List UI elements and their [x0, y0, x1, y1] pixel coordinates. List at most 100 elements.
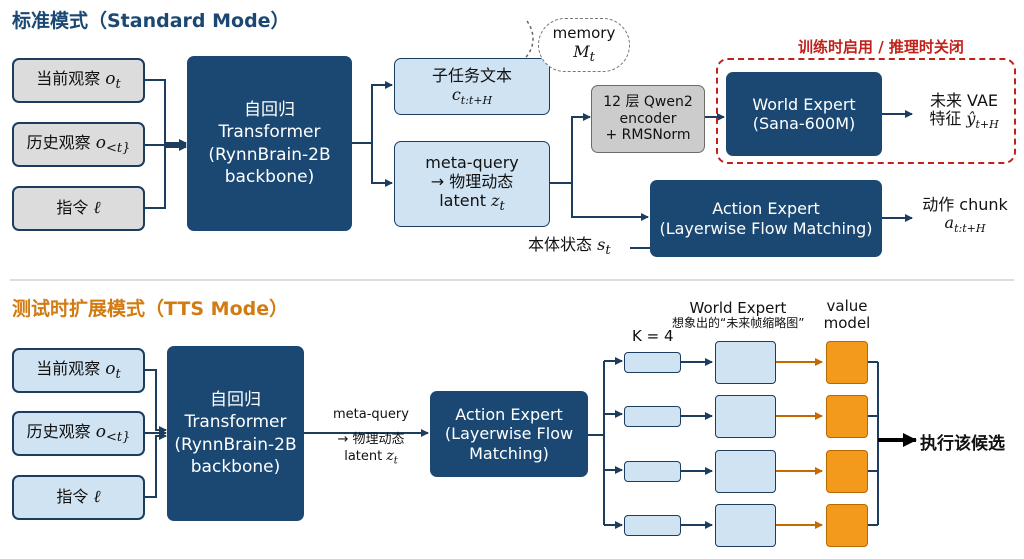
execute-candidate-label: 执行该候选 — [920, 434, 1005, 454]
imagined-frame — [715, 395, 776, 438]
value-model-box — [826, 504, 868, 547]
action-expert-line: (Layerwise Flow — [444, 424, 574, 444]
standard-backbone-box: 自回归 Transformer (RynnBrain-2B backbone) — [187, 56, 352, 231]
input-label: 当前观察 — [36, 68, 106, 88]
value-model-line: model — [823, 314, 871, 333]
backbone-line: 自回归 — [210, 390, 261, 411]
action-expert-line: (Layerwise Flow Matching) — [659, 218, 873, 238]
backbone-line: Transformer — [184, 412, 287, 433]
math-subscript: <t} — [105, 429, 131, 445]
backbone-line: (RynnBrain-2B — [208, 144, 331, 165]
math-subscript: t — [115, 366, 121, 382]
math-subscript: t — [605, 243, 611, 259]
math-symbol: M — [573, 42, 590, 62]
proprio-state-label: 本体状态 st — [528, 235, 611, 259]
backbone-line: (RynnBrain-2B — [174, 434, 297, 455]
input-instruction: 指令 ℓ — [12, 186, 145, 231]
tts-backbone-box: 自回归 Transformer (RynnBrain-2B backbone) — [167, 346, 304, 521]
math-subscript: t:t+H — [954, 222, 986, 236]
value-model-box — [826, 395, 868, 438]
proprio-text: 本体状态 — [528, 235, 598, 254]
action-expert-line: Action Expert — [455, 405, 563, 425]
input-current-observation: 当前观察 ot — [12, 58, 145, 103]
math-symbol: z — [491, 191, 500, 211]
input-label: 历史观察 — [26, 132, 96, 152]
memory-cloud: memory Mt — [538, 18, 630, 72]
input-history-observation: 历史观察 o<t} — [12, 122, 145, 167]
math-subscript: t — [115, 76, 121, 92]
input-label: 指令 — [56, 487, 94, 507]
k-candidates-label: K = 4 — [632, 327, 674, 345]
world-expert-box: World Expert (Sana-600M) — [726, 72, 882, 156]
training-only-region — [716, 58, 1016, 164]
tts-mode-title: 测试时扩展模式（TTS Mode） — [12, 298, 289, 320]
value-model-line: value — [826, 297, 868, 315]
value-model-box — [826, 341, 868, 384]
training-only-label: 训练时启用 / 推理时关闭 — [798, 38, 964, 56]
math-symbol: o — [105, 68, 116, 89]
action-expert-box: Action Expert (Layerwise Flow Matching) — [650, 180, 882, 257]
imagined-frame — [715, 504, 776, 547]
backbone-line: backbone) — [224, 166, 315, 187]
candidate-action-box — [624, 406, 681, 427]
world-expert-line: World Expert — [752, 94, 856, 114]
encoder-line: + RMSNorm — [605, 127, 691, 144]
memory-label: memory — [552, 24, 616, 43]
vae-label: 未来 VAE — [929, 91, 999, 110]
backbone-line: backbone) — [190, 456, 281, 477]
math-symbol: o — [95, 132, 106, 153]
math-symbol: ŷ — [966, 109, 976, 129]
meta-query-line: latent — [439, 191, 492, 211]
math-symbol: c — [451, 84, 461, 104]
subtask-label: 子任务文本 — [431, 65, 512, 85]
qwen2-encoder-box: 12 层 Qwen2 encoder + RMSNorm — [591, 85, 705, 153]
action-chunk-label: 动作 chunk — [922, 195, 1008, 214]
tts-meta-query-label: meta-query → 物理动态 latent zt — [314, 407, 428, 467]
world-expert-header-sub: 想象出的“未来帧缩略图” — [672, 316, 805, 331]
math-subscript: <t} — [105, 140, 131, 156]
meta-query-line: meta-query — [425, 152, 519, 172]
meta-query-line: meta-query — [333, 407, 409, 422]
math-subscript: t — [589, 50, 595, 66]
backbone-line: Transformer — [218, 122, 321, 143]
candidate-action-box — [624, 461, 681, 482]
encoder-line: 12 层 Qwen2 — [603, 93, 693, 110]
subtask-text-box: 子任务文本 ct:t+H — [394, 58, 550, 115]
imagined-frame — [715, 341, 776, 384]
world-expert-line: (Sana-600M) — [752, 114, 856, 133]
backbone-line: 自回归 — [244, 100, 295, 121]
input-label: 当前观察 — [36, 358, 106, 378]
candidate-action-box — [624, 352, 681, 373]
tts-input-history-observation: 历史观察 o<t} — [12, 411, 145, 456]
action-chunk-output: 动作 chunk at:t+H — [912, 195, 1018, 236]
standard-mode-title: 标准模式（Standard Mode） — [12, 10, 290, 32]
meta-query-box: meta-query → 物理动态 latent zt — [394, 141, 550, 227]
meta-query-line: → 物理动态 — [337, 431, 405, 447]
math-subscript: t+H — [975, 118, 999, 132]
world-expert-header: World Expert 想象出的“未来帧缩略图” — [672, 299, 805, 331]
math-subscript: t — [393, 455, 398, 467]
tts-input-current-observation: 当前观察 ot — [12, 348, 145, 393]
math-symbol: s — [597, 235, 606, 254]
math-symbol: a — [944, 213, 955, 233]
math-subscript: t:t+H — [460, 94, 493, 108]
input-label: 历史观察 — [26, 421, 96, 441]
input-label: 指令 — [56, 198, 94, 218]
math-symbol: ℓ — [93, 487, 101, 508]
world-expert-header-title: World Expert — [689, 299, 787, 317]
meta-query-line: latent — [344, 448, 387, 464]
value-model-header: value model — [812, 297, 882, 333]
math-subscript: t — [499, 199, 505, 215]
math-symbol: o — [95, 421, 106, 442]
value-model-box — [826, 450, 868, 493]
math-symbol: o — [105, 358, 116, 379]
imagined-frame — [715, 450, 776, 493]
future-vae-output: 未来 VAE 特征 ŷt+H — [914, 91, 1014, 132]
vae-label: 特征 — [929, 109, 967, 129]
action-expert-line: Matching) — [469, 443, 549, 463]
tts-input-instruction: 指令 ℓ — [12, 475, 145, 520]
action-expert-line: Action Expert — [712, 199, 820, 219]
candidate-action-box — [624, 515, 681, 536]
encoder-line: encoder — [619, 110, 677, 127]
